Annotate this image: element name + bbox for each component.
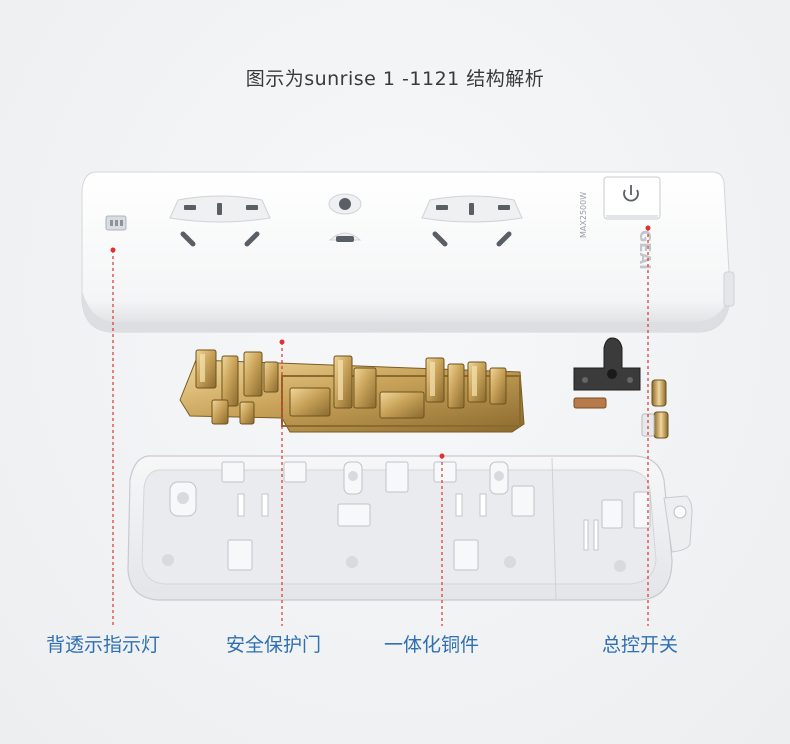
leader-lines xyxy=(112,228,649,626)
callout-integrated-copper: 一体化铜件 xyxy=(384,634,480,656)
master-switch-component xyxy=(573,337,669,439)
socket-2 xyxy=(328,193,362,242)
callout-backlight-indicator: 背透示指示灯 xyxy=(46,634,161,656)
socket-3 xyxy=(421,195,523,247)
leader-dot-backlight xyxy=(110,247,116,253)
power-icon xyxy=(623,185,639,202)
master-switch-button[interactable] xyxy=(603,176,661,220)
top-cover: MAX2500W GEAI xyxy=(81,171,735,333)
callout-safety-shutter: 安全保护门 xyxy=(226,634,322,656)
callout-master-switch: 总控开关 xyxy=(602,634,679,656)
socket-1 xyxy=(169,195,271,247)
page-title: 图示为sunrise 1 -1121 结构解析 xyxy=(245,68,545,90)
leader-dot-copper xyxy=(439,453,445,459)
leader-dot-shutter xyxy=(279,339,285,345)
brand-label: GEAI xyxy=(636,230,654,270)
integrated-copper-part xyxy=(179,349,525,433)
contact-springs xyxy=(641,379,669,439)
base-shell xyxy=(127,455,693,601)
leader-dot-switch xyxy=(645,225,651,231)
rating-label: MAX2500W xyxy=(579,192,588,238)
leader-dots xyxy=(110,225,651,459)
